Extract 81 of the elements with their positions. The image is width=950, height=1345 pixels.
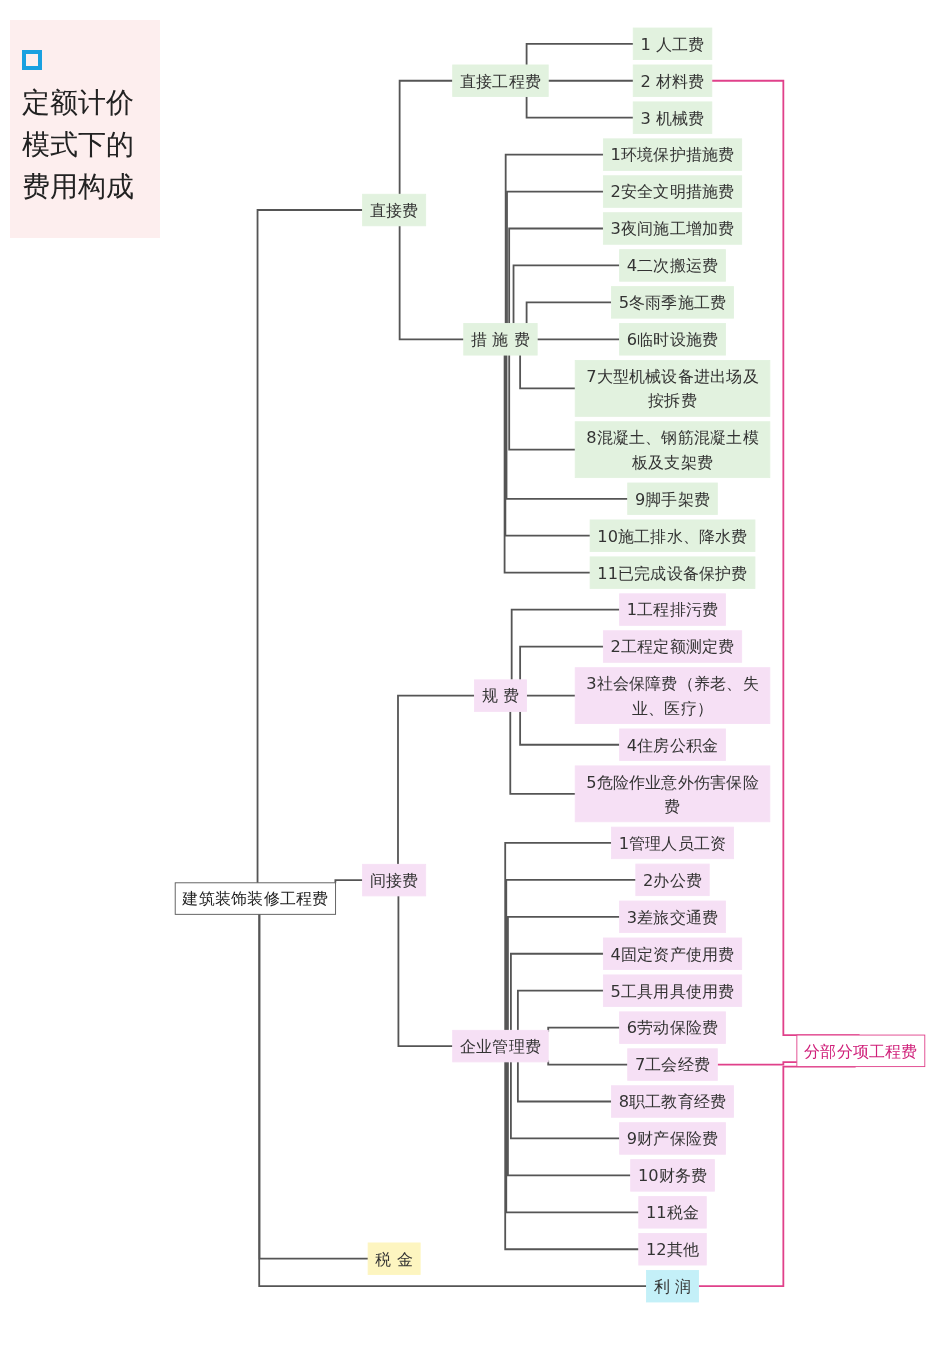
node-box: 6临时设施费 xyxy=(619,323,726,356)
node-box: 4住房公积金 xyxy=(619,728,726,761)
connector xyxy=(507,915,621,1032)
connector xyxy=(525,95,635,119)
node-box: 11已完成设备保护费 xyxy=(589,556,756,589)
node-box: 3社会保障费（养老、失业、医疗） xyxy=(574,667,771,724)
connector xyxy=(505,879,637,1032)
node-box: 直接费 xyxy=(362,193,427,227)
node-box: 1工程排污费 xyxy=(619,593,726,626)
node-box: 1环境保护措施费 xyxy=(602,138,743,171)
node-box: 2 材料费 xyxy=(632,64,713,97)
connector xyxy=(525,694,577,697)
connector xyxy=(504,354,592,537)
connector xyxy=(506,190,605,325)
node-box: 1 人工费 xyxy=(632,27,713,60)
connector xyxy=(504,842,613,1032)
node-box: 5工具用具使用费 xyxy=(602,974,743,1007)
node-box: 10财务费 xyxy=(630,1159,715,1192)
node-box: 4固定资产使用费 xyxy=(602,937,743,970)
connector xyxy=(519,645,605,681)
connector xyxy=(519,354,577,390)
node-box: 3差旅交通费 xyxy=(619,900,726,934)
node-box: 9财产保险费 xyxy=(619,1122,726,1155)
connector xyxy=(398,224,465,341)
node-box: 12其他 xyxy=(638,1233,707,1266)
connector xyxy=(510,608,621,681)
node-box: 5危险作业意外伤害保险费 xyxy=(574,765,771,823)
connector xyxy=(397,694,476,866)
connector xyxy=(504,153,605,325)
connector xyxy=(334,879,364,884)
connector xyxy=(509,710,577,795)
node-box: 建筑装饰装修工程费 xyxy=(174,882,337,915)
node-box: 间接费 xyxy=(362,863,427,897)
connector xyxy=(547,79,635,82)
connector xyxy=(525,42,635,66)
title: 定额计价模式下的费用构成 xyxy=(22,85,135,205)
connector xyxy=(256,209,364,884)
connector xyxy=(508,354,577,451)
connector xyxy=(517,1060,613,1103)
node-box: 1管理人员工资 xyxy=(611,826,734,860)
connector xyxy=(525,301,613,325)
connector xyxy=(512,264,621,325)
connector xyxy=(397,894,454,1047)
connector xyxy=(510,1060,621,1140)
node-box: 8混凝土、钢筋混凝土模板及支架费 xyxy=(574,421,771,479)
connector xyxy=(536,338,621,341)
node-box: 税 金 xyxy=(367,1242,421,1275)
node-box: 3 机械费 xyxy=(632,101,713,134)
connector xyxy=(505,1060,640,1214)
connector xyxy=(510,952,605,1032)
node-box: 9脚手架费 xyxy=(627,482,718,515)
node-box: 2工程定额测定费 xyxy=(602,630,743,663)
connector xyxy=(258,913,370,1260)
node-box: 11税金 xyxy=(638,1196,707,1229)
node-box: 利 润 xyxy=(646,1270,699,1303)
node-box: 6劳动保险费 xyxy=(619,1011,726,1044)
node-box: 7大型机械设备进出场及按拆费 xyxy=(574,360,771,417)
connector xyxy=(716,1061,798,1066)
node-box: 直接工程费 xyxy=(452,64,549,97)
connector xyxy=(505,354,629,500)
node-box: 2办公费 xyxy=(635,863,710,897)
connector xyxy=(398,79,454,196)
node-box: 4二次搬运费 xyxy=(619,249,726,282)
node-box: 8职工教育经费 xyxy=(611,1085,734,1118)
node-box: 10施工排水、降水费 xyxy=(589,519,756,552)
connector xyxy=(547,1026,621,1033)
connector xyxy=(504,1060,640,1251)
node-box: 3夜间施工增加费 xyxy=(602,212,743,245)
node-box: 7工会经费 xyxy=(627,1048,718,1081)
node-box: 企业管理费 xyxy=(452,1029,549,1063)
connector xyxy=(503,354,592,574)
connector xyxy=(508,227,605,325)
connector xyxy=(519,710,621,746)
node-box: 措 施 费 xyxy=(463,323,538,356)
node-box: 分部分项工程费 xyxy=(796,1034,926,1068)
node-box: 5冬雨季施工费 xyxy=(611,286,734,319)
connector xyxy=(507,1060,632,1177)
connector xyxy=(258,913,648,1288)
node-box: 2安全文明措施费 xyxy=(602,175,743,208)
node-box: 规 费 xyxy=(474,679,527,712)
connector xyxy=(517,989,605,1032)
